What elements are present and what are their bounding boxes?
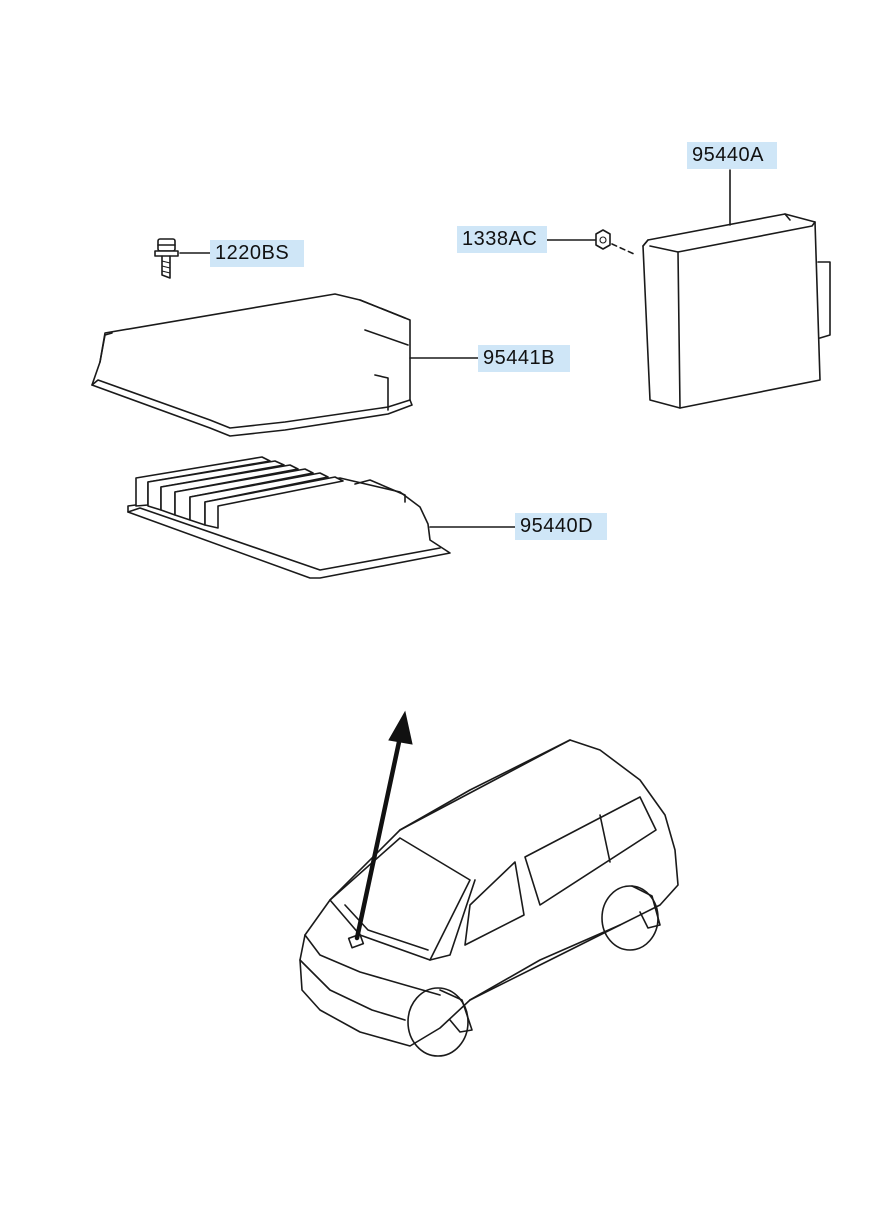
location-arrow-icon bbox=[354, 710, 413, 941]
bolt-icon[interactable] bbox=[154, 238, 211, 279]
part-label-1220BS[interactable]: 1220BS bbox=[210, 240, 304, 267]
nut-icon[interactable] bbox=[541, 229, 635, 255]
part-label-1338AC[interactable]: 1338AC bbox=[457, 226, 547, 253]
part-label-95440A[interactable]: 95440A bbox=[687, 142, 777, 169]
part-label-95440D[interactable]: 95440D bbox=[515, 513, 607, 540]
control-module-icon[interactable] bbox=[642, 169, 831, 409]
heatsink-bracket-icon[interactable] bbox=[127, 456, 516, 579]
part-label-95441B[interactable]: 95441B bbox=[478, 345, 570, 372]
vehicle-location-icon bbox=[299, 739, 679, 1057]
bracket-cover-icon[interactable] bbox=[91, 293, 479, 437]
